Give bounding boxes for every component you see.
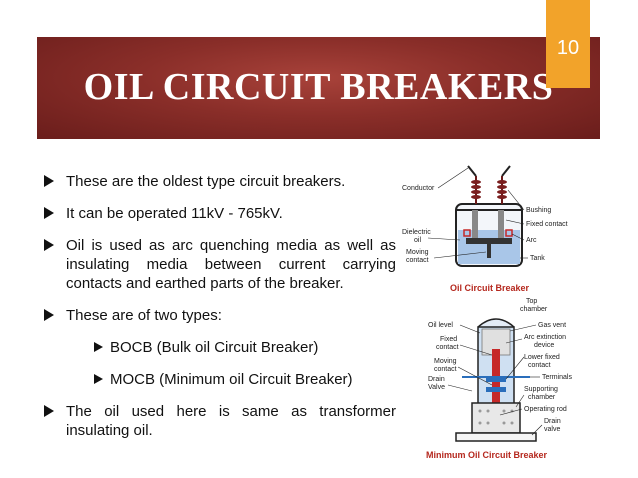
label-top: Top <box>526 298 537 305</box>
slide-title: OIL CIRCUIT BREAKERS <box>83 66 554 108</box>
bullet-arrow-icon <box>44 207 54 219</box>
label-moving-contact: contact <box>434 366 457 373</box>
label-top-chamber: chamber <box>520 306 548 313</box>
figure2-caption: Minimum Oil Circuit Breaker <box>426 450 548 460</box>
bullet-arrow-icon <box>44 405 54 417</box>
label-oil: oil <box>414 237 421 244</box>
bullet-arrow-icon <box>94 374 103 384</box>
oil-circuit-breaker-diagram: Conductor Bushing Fixed contact Dielectr… <box>402 165 568 267</box>
bullet-arrow-icon <box>44 309 54 321</box>
figure1-caption: Oil Circuit Breaker <box>450 283 530 293</box>
bullet-item: These are of two types: <box>44 306 396 325</box>
label-fixed-contact: Fixed contact <box>526 221 568 228</box>
bullet-item: These are the oldest type circuit breake… <box>44 172 396 191</box>
label-bushing: Bushing <box>526 207 551 214</box>
label-drain-2: Drain <box>544 418 561 425</box>
label-device: device <box>534 342 554 349</box>
label-moving: Moving <box>434 358 457 365</box>
sub-bullet-item: BOCB (Bulk oil Circuit Breaker) <box>94 338 396 357</box>
label-supporting: Supporting <box>524 386 558 393</box>
label-tank: Tank <box>530 255 545 262</box>
label-supporting-chamber: chamber <box>528 394 556 401</box>
label-fixed: Fixed <box>440 336 457 343</box>
slide-number: 10 <box>546 0 590 88</box>
label-arc-extinction: Arc extinction <box>524 334 566 341</box>
label-lower-contact: contact <box>528 362 551 369</box>
minimum-oil-circuit-breaker-diagram: Top chamber Oil level Gas vent Arc extin… <box>428 298 572 442</box>
label-terminals: Terminals <box>542 374 572 381</box>
label-dielectric: Dielectric <box>402 229 431 236</box>
bullet-item: It can be operated 11kV - 765kV. <box>44 204 396 223</box>
label-drain: Drain <box>428 376 445 383</box>
sub-bullet-item: MOCB (Minimum oil Circuit Breaker) <box>94 370 396 389</box>
bullet-item: The oil used here is same as transformer… <box>44 402 396 440</box>
label-moving: Moving <box>406 249 429 256</box>
label-valve-2: valve <box>544 426 560 433</box>
label-arc: Arc <box>526 237 537 244</box>
bullet-arrow-icon <box>94 342 103 352</box>
label-fixed-contact: contact <box>436 344 459 351</box>
label-lower-fixed: Lower fixed <box>524 354 560 361</box>
label-oil-level: Oil level <box>428 322 453 329</box>
label-contact: contact <box>406 257 429 264</box>
bullet-item: Oil is used as arc quenching media as we… <box>44 236 396 293</box>
bullet-list: These are the oldest type circuit breake… <box>44 172 396 453</box>
bullet-arrow-icon <box>44 239 54 251</box>
bullet-arrow-icon <box>44 175 54 187</box>
title-banner: OIL CIRCUIT BREAKERS <box>37 37 600 139</box>
label-conductor: Conductor <box>402 185 435 192</box>
label-operating-rod: Operating rod <box>524 406 567 413</box>
label-gas-vent: Gas vent <box>538 322 566 329</box>
label-valve: Valve <box>428 384 445 391</box>
